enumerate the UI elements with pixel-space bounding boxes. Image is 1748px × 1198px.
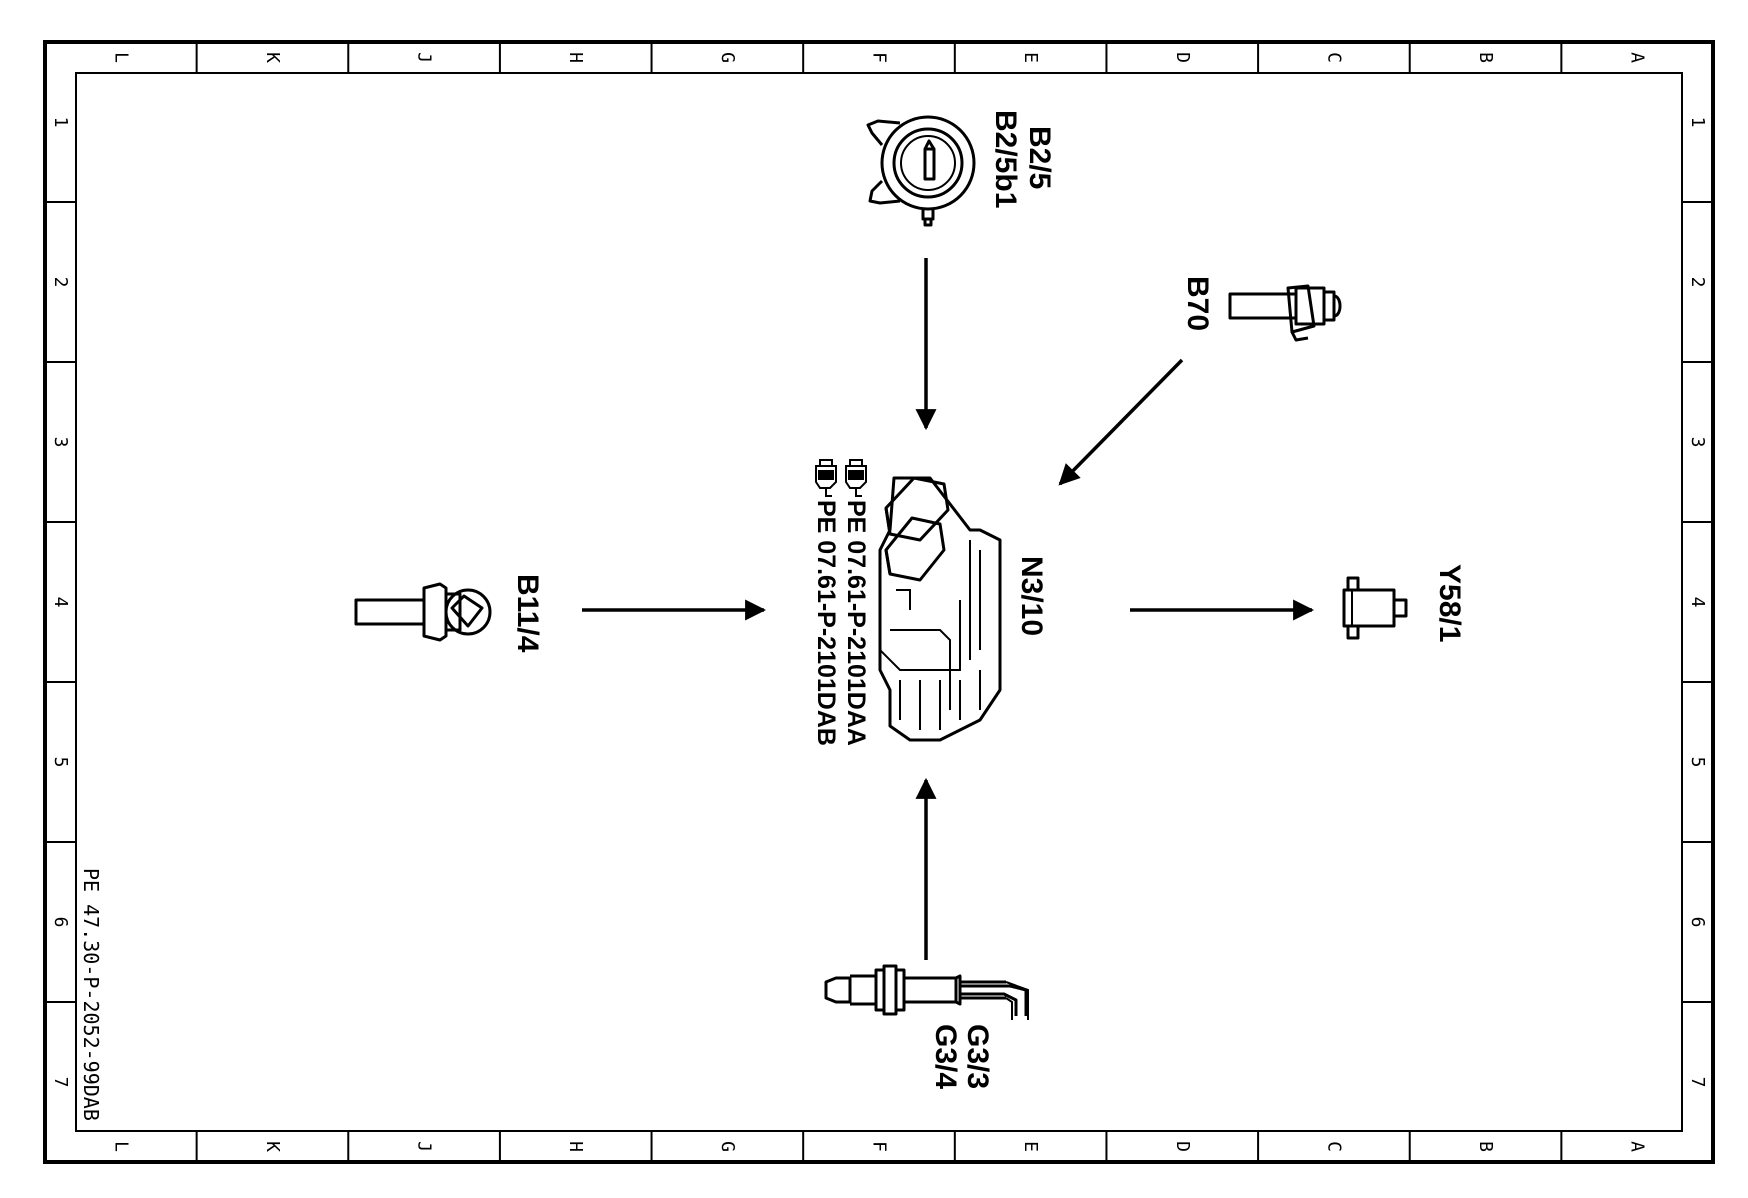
reference-hand-icon [815, 459, 837, 497]
zone-column-label: G [717, 52, 738, 63]
control-unit-ref-2: PE 07.61-P-2101DAB [812, 500, 840, 746]
rotary-sensor-sublabel: B2/5b1 [989, 110, 1022, 208]
zone-row-label: 2 [50, 277, 71, 288]
zone-column-label: H [565, 1141, 586, 1152]
zone-row-label: 3 [1687, 437, 1708, 448]
control-unit-icon [878, 476, 1002, 742]
zone-row-label: 6 [50, 917, 71, 928]
control-unit-label: N3/10 [1015, 556, 1048, 636]
zone-row-label: 7 [1687, 1077, 1708, 1088]
zone-row-label: 4 [1687, 597, 1708, 608]
zone-row-label: 2 [1687, 277, 1708, 288]
temperature-sensor-label: B11/4 [511, 574, 544, 653]
zone-row-label: 7 [50, 1077, 71, 1088]
zone-column-label: G [717, 1141, 738, 1152]
zone-row-label: 5 [50, 757, 71, 768]
crankshaft-sensor-icon [1228, 284, 1342, 342]
reference-hand-icon [845, 459, 867, 497]
zone-column-label: F [869, 52, 890, 63]
zone-column-label: E [1020, 1141, 1041, 1152]
zone-column-label: L [110, 52, 131, 63]
solenoid-valve-icon [1342, 576, 1408, 640]
zone-row-label: 1 [1687, 117, 1708, 128]
oxygen-sensor-label: G3/3 [961, 1024, 994, 1089]
zone-column-label: C [1323, 1141, 1344, 1152]
zone-column-label: A [1627, 1141, 1648, 1152]
zone-row-label: 5 [1687, 757, 1708, 768]
zone-grid: L L K K J J H H G G F F E E D D C C B B A A 1 1 2 2 3 3 4 4 5 5 6 6 7 7 [45, 42, 1713, 1162]
valve-label: Y58/1 [1433, 564, 1466, 642]
control-unit-ref-1: PE 07.61-P-2101DAA [842, 500, 870, 746]
zone-column-label: K [262, 1141, 283, 1152]
sheet-inner-border [75, 72, 1683, 1132]
sheet-outer-frame [43, 40, 1715, 1164]
zone-column-label: H [565, 52, 586, 63]
oxygen-sensor-sublabel: G3/4 [929, 1024, 962, 1089]
rotary-sensor-label: B2/5 [1023, 126, 1056, 189]
zone-column-label: A [1627, 52, 1648, 63]
zone-column-label: C [1323, 52, 1344, 63]
zone-column-label: D [1172, 52, 1193, 63]
document-id: PE 47.30-P-2052-99DAB [79, 868, 103, 1121]
zone-column-label: F [869, 1141, 890, 1152]
zone-row-label: 3 [50, 437, 71, 448]
rotary-position-sensor-icon [866, 115, 976, 227]
zone-column-label: D [1172, 1141, 1193, 1152]
temperature-sensor-icon [354, 582, 492, 642]
zone-column-label: B [1475, 1141, 1496, 1152]
zone-column-label: B [1475, 52, 1496, 63]
zone-row-label: 6 [1687, 917, 1708, 928]
zone-row-label: 4 [50, 597, 71, 608]
zone-column-label: K [262, 52, 283, 63]
zone-column-label: J [414, 52, 435, 63]
oxygen-sensor-icon [824, 964, 1029, 1020]
arrow-crank-to-ecu [1058, 358, 1184, 486]
zone-column-label: E [1020, 52, 1041, 63]
zone-column-label: L [110, 1141, 131, 1152]
zone-column-label: J [414, 1141, 435, 1152]
crankshaft-sensor-label: B70 [1181, 276, 1214, 331]
zone-row-label: 1 [50, 117, 71, 128]
